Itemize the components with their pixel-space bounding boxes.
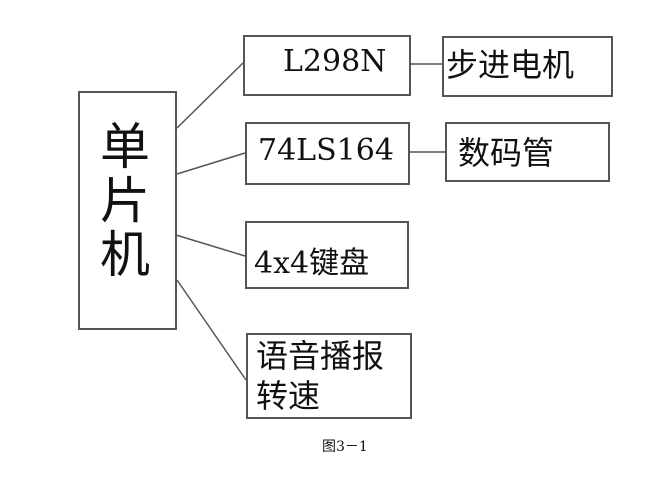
voice-label-line2: 转速	[256, 377, 321, 415]
edge-mcu-keypad	[175, 234, 246, 257]
voice-box	[246, 333, 412, 419]
keypad-box	[245, 221, 409, 289]
l298n-label: L298N	[283, 44, 387, 79]
mcu-label: 单片机	[100, 118, 150, 284]
display-box	[445, 122, 610, 182]
stepper-label: 步进电机	[446, 46, 575, 84]
stepper-box	[442, 36, 613, 97]
voice-label-line1: 语音播报	[256, 337, 385, 375]
edge-mcu-l298n	[176, 62, 244, 129]
edge-mcu-74ls164	[176, 152, 246, 175]
keypad-label: 4x4键盘	[254, 246, 370, 281]
74ls164-box	[245, 122, 410, 185]
l298n-box	[243, 35, 411, 96]
display-label: 数码管	[458, 134, 555, 172]
figure-caption: 图3－1	[322, 439, 368, 455]
mcu-box	[78, 91, 177, 330]
74ls164-label: 74LS164	[258, 133, 394, 168]
edge-mcu-voice	[176, 279, 247, 381]
